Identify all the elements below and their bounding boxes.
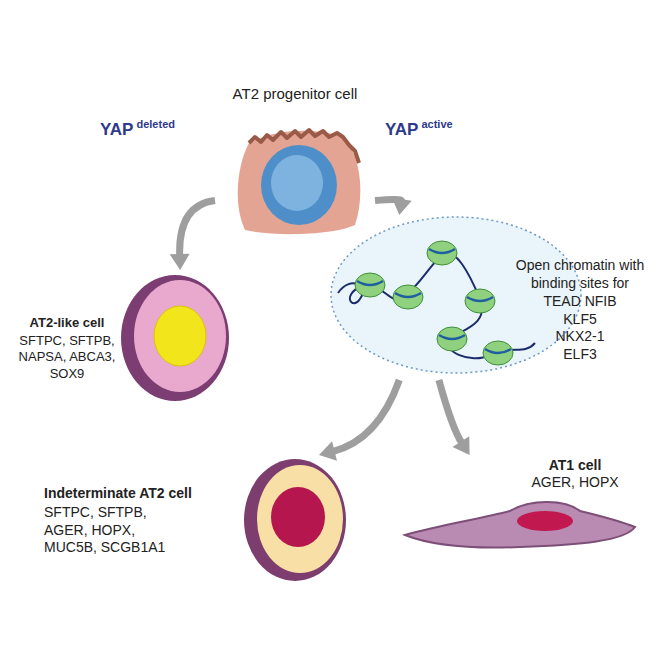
- edge-label: YAP active: [385, 118, 453, 140]
- node-heading: AT2 progenitor cell: [215, 85, 375, 104]
- at1-cell: AT1 cellAGER, HOPX: [400, 455, 640, 555]
- edge-label: YAP deleted: [100, 118, 175, 140]
- open-chromatin: Open chromatin with binding sites forTEA…: [330, 215, 660, 380]
- progenitor-cell: AT2 progenitor cell: [215, 85, 375, 235]
- node-body: SFTPC, SFTPB, NAPSA, ABCA3, SOX9: [16, 333, 118, 382]
- arrow: [439, 380, 470, 455]
- arrow: [170, 201, 215, 271]
- node-body: SFTPC, SFTPB, AGER, HOPX, MUC5B, SCGB1A1: [44, 504, 166, 557]
- node-body: AGER, HOPX: [510, 474, 640, 492]
- cell-outline: [215, 85, 375, 235]
- node-heading: AT2-like cell: [16, 315, 118, 331]
- node-heading: AT1 cell: [510, 457, 640, 475]
- at2-like-cell: AT2-like cellSFTPC, SFTPB, NAPSA, ABCA3,…: [16, 270, 232, 405]
- node-heading: Indeterminate AT2 cell: [44, 485, 240, 503]
- cell-outline: [400, 455, 640, 555]
- arrow: [375, 198, 412, 215]
- arrow: [319, 380, 399, 461]
- indeterminate-at2-cell: Indeterminate AT2 cellSFTPC, SFTPB, AGER…: [40, 455, 350, 585]
- node-heading: Open chromatin with binding sites for: [502, 257, 658, 292]
- node-body: TEAD NFIB KLF5 NKX2-1 ELF3: [542, 293, 618, 363]
